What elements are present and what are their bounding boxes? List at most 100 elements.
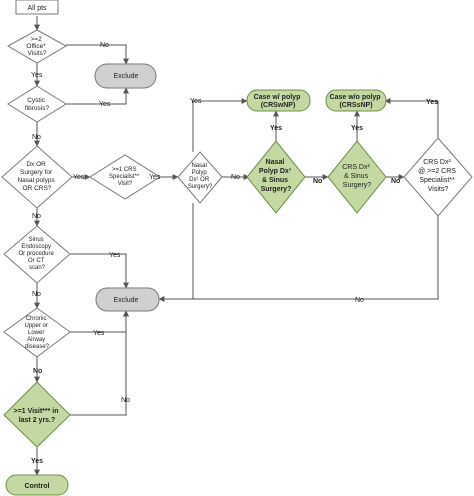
node-chronic-airway-line4: Airway (27, 337, 45, 343)
node-cystic-fibrosis-line1: Cystic (27, 97, 45, 104)
label-dx-no: No (32, 213, 41, 220)
label-dx-yes: Yes (73, 174, 85, 181)
node-crs-dx-and-surgery-line3: Surgery? (343, 182, 372, 189)
label-specialistvisits-no: No (355, 297, 364, 304)
node-chronic-airway-line1: Chronic (26, 316, 47, 322)
node-office-visits-line3: Visits? (27, 50, 46, 57)
node-office-visits-line2: Office* (26, 43, 46, 50)
node-case-w-polyp-line2: (CRSwNP) (261, 102, 296, 109)
node-crs-specialist (89, 154, 161, 200)
label-sinus-no: No (32, 291, 41, 298)
node-sinus-endoscopy-line1: Sinus (29, 237, 44, 243)
node-crs-specialist-line3: Visit? (118, 181, 133, 187)
edge-office-no-exclude (66, 44, 129, 65)
node-dx-or-surgery-line3: Nasal polyps (17, 177, 55, 184)
node-chronic-airway-line2: Upper or (24, 323, 47, 329)
edges (34, 16, 439, 476)
svg-text:All pts: All pts (27, 5, 47, 12)
node-dx-or-surgery-line2: Surgery for (20, 169, 53, 176)
node-crs-dx-specialist-visits-line2: @ >=2 CRS (418, 168, 456, 175)
svg-text:Case w/ polyp (CRSwNP): Case w/ polyp (CRSwNP) (254, 94, 303, 109)
node-chronic-airway-line3: Lower (28, 330, 44, 336)
label-visit-yes: Yes (31, 458, 43, 465)
node-visit-last-2yrs (3, 381, 71, 448)
svg-text:>=1 Visit*** in last 2 y: >=1 Visit*** in last 2 yrs.? (14, 408, 61, 424)
label-crssurgery-yes: Yes (351, 125, 363, 132)
label-specialist-yes: Yes (149, 174, 161, 181)
svg-text:CRS Dx² @ >=2 CRS: CRS Dx² @ >=2 CRS Specialist** Visits? (418, 159, 458, 193)
edge-specialistvisits-no-exclude (158, 216, 439, 302)
node-crs-dx-and-surgery-line2: & Sinus (344, 173, 369, 180)
node-case-wo-polyp-line1: Case w/o polyp (330, 94, 381, 101)
node-case-wo-polyp (325, 89, 387, 112)
label-cystic-yes: Yes (99, 101, 111, 108)
node-cystic-fibrosis-line2: fibrosis? (25, 105, 50, 112)
edge-cystic-yes-exclude (66, 87, 129, 105)
edge-chronic-yes-exclude (66, 310, 129, 333)
node-crs-dx-and-surgery (327, 140, 387, 214)
label-office-yes: Yes (31, 72, 43, 79)
label-office-no: No (100, 42, 109, 49)
node-visit-last-2yrs-line2: last 2 yrs.? (19, 417, 56, 424)
node-chronic-airway (3, 307, 71, 358)
node-nasal-polyp-dx-or-surgery-line4: Surgery? (188, 184, 213, 190)
node-sinus-endoscopy-line3: Or procedure (18, 251, 54, 257)
node-nasal-polyp-dx-or-surgery-line3: Dx¹ OR (189, 177, 210, 183)
node-crs-specialist-line2: Specialist** (109, 174, 140, 180)
label-visit-no: No (121, 397, 130, 404)
node-dx-or-surgery-line4: OR CRS? (23, 185, 52, 192)
node-exclude-top (94, 63, 157, 89)
node-crs-dx-specialist-visits-line3: Specialist** (419, 177, 455, 184)
svg-text:CRS Dx² & Sinus Su: CRS Dx² & Sinus Surgery? (342, 164, 372, 189)
node-crs-dx-specialist-visits (403, 137, 473, 217)
node-exclude-top-label: Exclude (114, 73, 139, 80)
svg-text:Nasal Polyp Dx¹ OR: Nasal Polyp Dx¹ OR Surgery? (188, 163, 213, 190)
node-nasal-polyp-dx-and-surgery-line3: & Sinus (262, 177, 288, 184)
svg-text:Sinus Endoscopy Or: Sinus Endoscopy Or procedure Or CT scan? (18, 237, 55, 271)
node-all-pts-label: All pts (27, 5, 47, 12)
node-sinus-endoscopy (3, 225, 71, 284)
node-chronic-airway-line5: disease? (25, 344, 50, 350)
node-nasal-polyp-dx-and-surgery (246, 140, 306, 214)
node-sinus-endoscopy-line5: scan? (29, 265, 46, 271)
node-crs-dx-specialist-visits-line1: CRS Dx² (423, 159, 451, 166)
node-sinus-endoscopy-line4: Or CT (28, 258, 45, 264)
label-sinus-yes: Yes (109, 252, 121, 259)
node-crs-specialist-line1: >=1 CRS (112, 167, 137, 173)
edge-specialistvisits-yes-casewopolyp (384, 98, 439, 138)
node-office-visits-line1: >=2 (30, 36, 42, 43)
svg-text:Case w/o polyp (CRSsNP): Case w/o polyp (CRSsNP) (330, 94, 383, 109)
node-dx-or-surgery (1, 145, 73, 209)
edge-labels: No Yes Yes No Yes Yes Yes No Yes No Yes … (31, 42, 438, 465)
node-case-wo-polyp-line2: (CRSsNP) (339, 102, 372, 109)
svg-text:>=2 Office* Visits: >=2 Office* Visits? (26, 36, 47, 57)
svg-text:Dx OR Surgery for: Dx OR Surgery for Nasal polyps OR CRS? (17, 161, 56, 192)
svg-text:Cystic fibrosis?: Cystic fibrosis? (25, 97, 50, 112)
edge-nasal-yes-casewpolyp (192, 98, 248, 152)
node-crs-dx-and-surgery-line1: CRS Dx² (342, 164, 370, 171)
label-cystic-no: No (32, 134, 41, 141)
node-nasal-polyp-dx-and-surgery-line4: Surgery? (261, 186, 292, 193)
edge-visit-no-exclude (66, 310, 129, 416)
node-control-label: Control (25, 483, 50, 490)
node-nasal-polyp-dx-or-surgery-line1: Nasal (191, 163, 206, 169)
label-chronic-yes: Yes (93, 330, 105, 337)
node-nasal-polyp-dx-or-surgery (177, 151, 223, 204)
label-specialistvisits-yes: Yes (426, 99, 438, 106)
node-cystic-fibrosis (7, 85, 67, 123)
label-crssurgery-no: No (391, 178, 400, 185)
label-nasal-yes: Yes (190, 98, 202, 105)
node-nasal-polyp-dx-and-surgery-line2: Polyp Dx¹ (259, 168, 292, 175)
svg-text:Control: Control (25, 483, 50, 490)
node-nasal-polyp-dx-and-surgery-line1: Nasal (266, 159, 285, 166)
edge-sinus-yes-exclude (66, 253, 129, 289)
node-control (5, 474, 69, 496)
svg-text:Exclude: Exclude (114, 73, 139, 80)
node-case-w-polyp-line1: Case w/ polyp (254, 94, 301, 101)
node-visit-last-2yrs-line1: >=1 Visit*** in (14, 408, 59, 415)
label-polypsurgery-yes: Yes (270, 125, 282, 132)
label-polypsurgery-no: No (313, 178, 322, 185)
node-dx-or-surgery-line1: Dx OR (26, 161, 46, 168)
